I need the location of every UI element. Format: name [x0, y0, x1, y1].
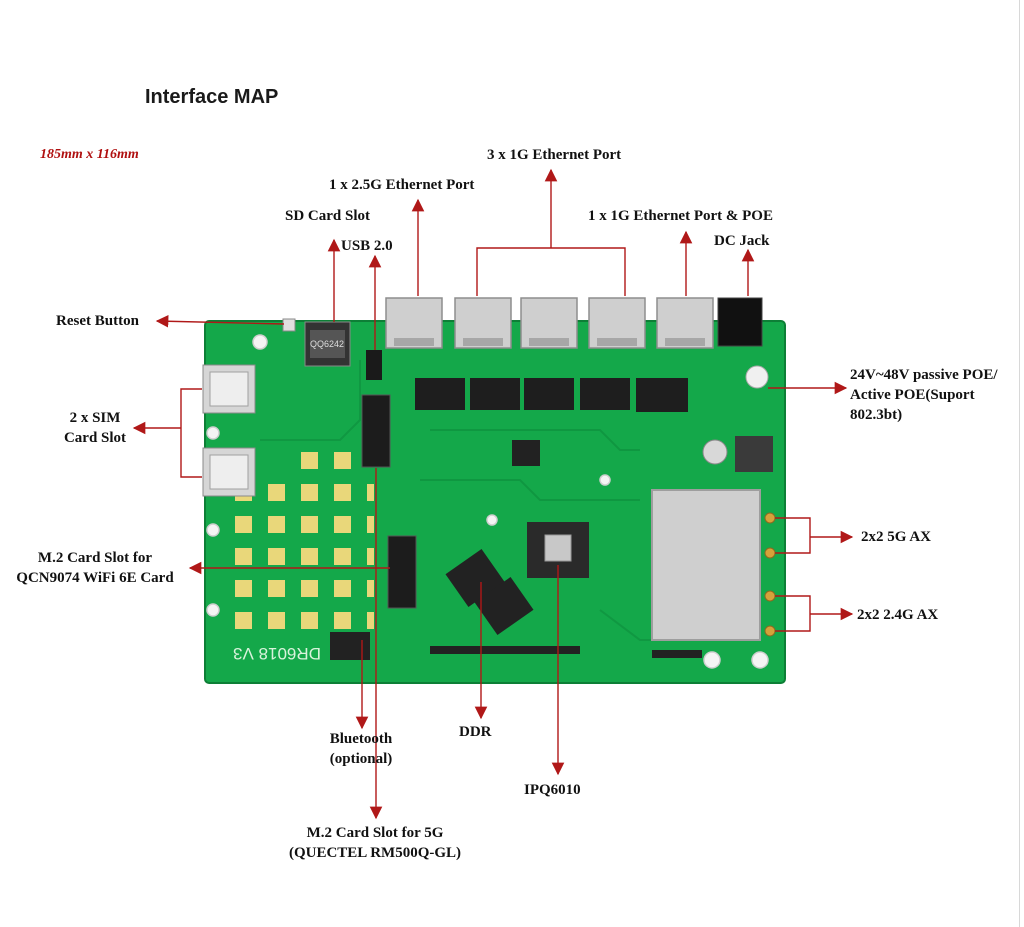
label-poe-line1: 24V~48V passive POE/ — [850, 367, 998, 383]
pcb-board: QQ6242 — [202, 297, 786, 684]
label-sd-card: SD Card Slot — [285, 208, 371, 224]
page-edge-line — [1019, 0, 1020, 927]
label-dc-jack: DC Jack — [714, 233, 770, 249]
label-m2-5g-line1: M.2 Card Slot for 5G — [306, 825, 444, 841]
inductor — [735, 436, 773, 472]
label-reset: Reset Button — [56, 313, 139, 329]
ddr-chips — [445, 548, 534, 636]
label-m2-5g-line2: (QUECTEL RM500Q-GL) — [288, 845, 462, 861]
label-poe: 24V~48V passive POE/ Active POE(Suport 8… — [850, 365, 998, 425]
label-poe-line2: Active POE(Suport — [850, 387, 975, 403]
page-title: Interface MAP — [145, 86, 279, 108]
label-eth-3x1g: 3 x 1G Ethernet Port — [487, 147, 622, 163]
label-sim-line1: 2 x SIM — [69, 410, 121, 426]
label-usb: USB 2.0 — [341, 238, 393, 254]
label-m2-wifi: M.2 Card Slot for QCN9074 WiFi 6E Card — [0, 548, 190, 588]
reset-button-part — [282, 318, 296, 332]
phy-chip — [512, 440, 540, 466]
mounting-holes — [206, 334, 769, 669]
board-size-label: 185mm x 116mm — [40, 147, 139, 162]
silkscreen-text: DR6018 V3 — [233, 644, 321, 663]
label-m2-5g: M.2 Card Slot for 5G (QUECTEL RM500Q-GL) — [270, 823, 480, 863]
rf-shield — [651, 489, 761, 641]
magnetics — [415, 378, 688, 412]
usb-header-part — [366, 350, 382, 380]
label-bluetooth-line1: Bluetooth — [329, 731, 393, 747]
dc-jack-part — [717, 297, 763, 347]
poe-connector — [745, 365, 769, 389]
ethernet-ports — [385, 297, 714, 349]
label-eth-1g-poe: 1 x 1G Ethernet Port & POE — [588, 208, 773, 224]
label-soc: IPQ6010 — [524, 782, 581, 798]
label-24g-ax: 2x2 2.4G AX — [857, 607, 939, 623]
label-bluetooth-line2: (optional) — [329, 751, 393, 767]
sd-marking: QQ6242 — [310, 339, 344, 349]
label-poe-line3: 802.3bt) — [850, 407, 903, 423]
m2-5g-slot-part — [361, 394, 391, 468]
label-sim-line2: Card Slot — [63, 430, 127, 446]
m2-wifi-slot-part — [387, 535, 417, 609]
callout-arrows — [132, 168, 854, 820]
label-eth-2-5g: 1 x 2.5G Ethernet Port — [329, 177, 475, 193]
label-bluetooth: Bluetooth (optional) — [311, 729, 411, 769]
label-5g-ax: 2x2 5G AX — [861, 529, 932, 545]
label-m2-wifi-line2: QCN9074 WiFi 6E Card — [16, 570, 174, 586]
sim-slots — [202, 364, 256, 497]
label-sim: 2 x SIM Card Slot — [50, 408, 140, 448]
label-m2-wifi-line1: M.2 Card Slot for — [37, 550, 153, 566]
label-ddr: DDR — [459, 724, 492, 740]
